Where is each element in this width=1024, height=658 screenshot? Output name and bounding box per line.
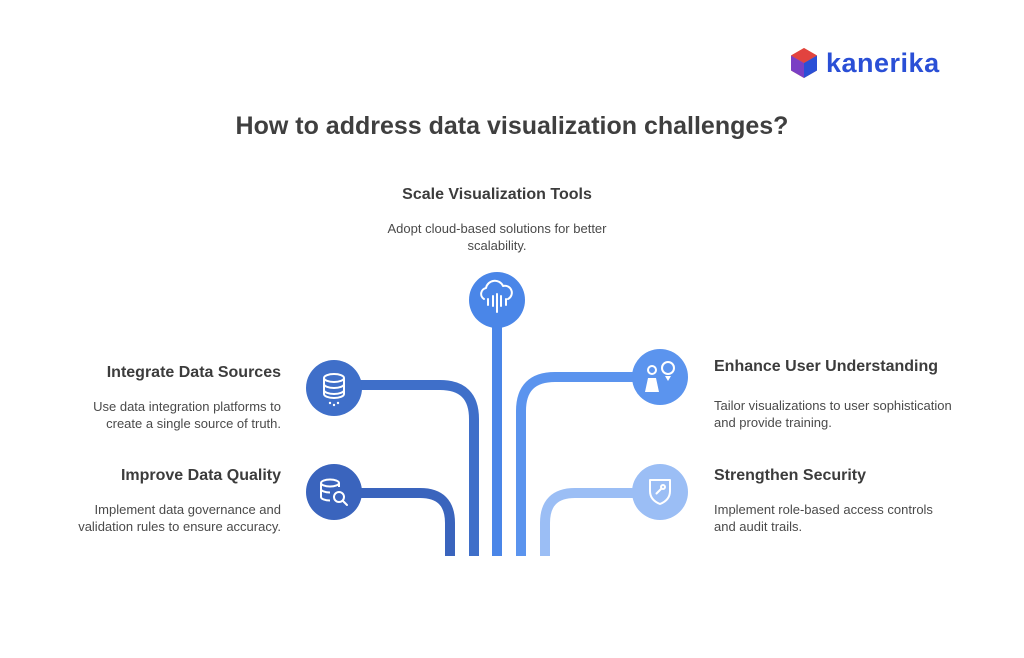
heading-strengthen-security: Strengthen Security [714, 467, 867, 484]
connector-understanding [516, 372, 634, 556]
description-enhance-user-understanding: Tailor visualizations to user sophistica… [714, 398, 952, 430]
description-scale-visualization: Adopt cloud-based solutions for better s… [387, 221, 607, 253]
page-title: How to address data visualization challe… [235, 112, 789, 140]
brand-logo: kanerika [788, 46, 940, 80]
node-improve-data-quality [306, 464, 362, 520]
connector-quality [360, 488, 455, 556]
shield-key-icon [649, 479, 671, 505]
description-strengthen-security: Implement role-based access controls and… [714, 502, 933, 534]
heading-improve-data-quality: Improve Data Quality [120, 467, 281, 484]
node-strengthen-security [632, 464, 688, 520]
connector-security [540, 488, 634, 556]
description-integrate-data-sources: Use data integration platforms to create… [93, 399, 281, 431]
database-icon [323, 373, 345, 399]
heading-enhance-user-understanding: Enhance User Understanding [714, 358, 939, 375]
node-integrate-data-sources [306, 360, 362, 416]
node-enhance-user-understanding [632, 349, 688, 405]
heading-integrate-data-sources: Integrate Data Sources [106, 364, 281, 381]
description-improve-data-quality: Implement data governance and validation… [78, 502, 281, 534]
user-idea-icon [645, 361, 675, 392]
cloud-network-icon [480, 279, 513, 313]
database-search-icon [320, 478, 348, 506]
node-scale-visualization [469, 272, 525, 328]
brand-name: kanerika [826, 47, 940, 78]
kanerika-logo-icon [791, 48, 817, 78]
connector-integrate [360, 380, 479, 556]
heading-scale-visualization: Scale Visualization Tools [402, 186, 592, 203]
